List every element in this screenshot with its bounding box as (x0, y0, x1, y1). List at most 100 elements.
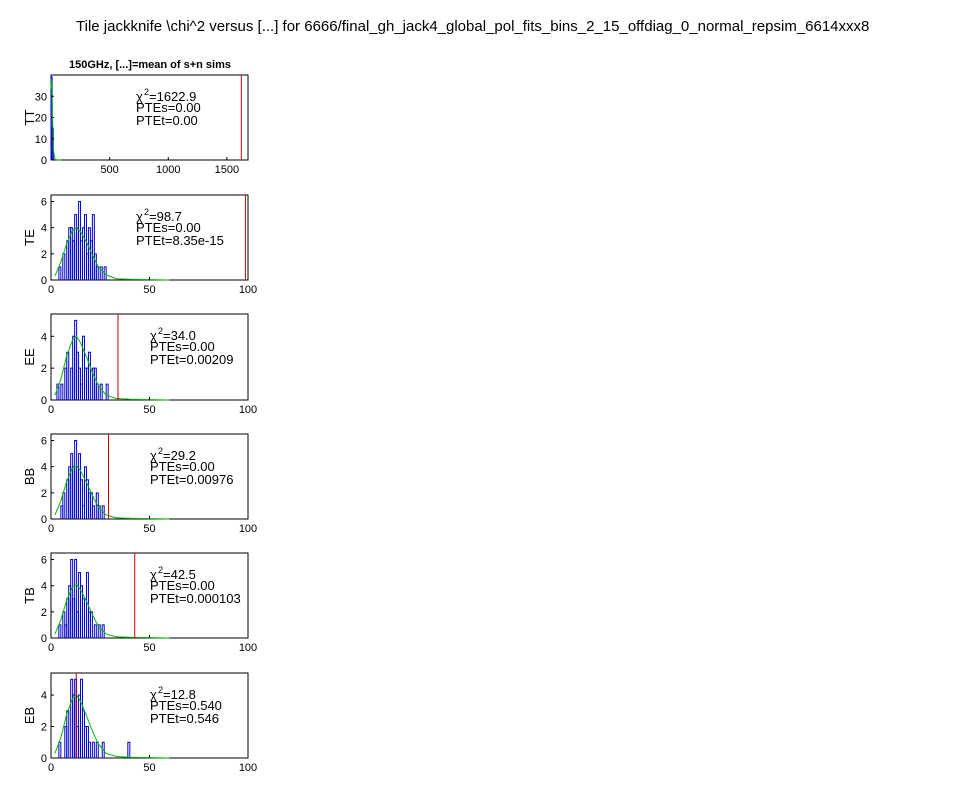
chi2-superscript: 2 (158, 326, 163, 336)
chi2-symbol: χ (136, 89, 143, 104)
y-tick-label: 6 (41, 197, 47, 209)
y-tick-label: 0 (41, 753, 47, 765)
ptes-value: PTEs=0.00 (136, 100, 201, 115)
histogram-bar (58, 624, 62, 638)
chi2-superscript: 2 (158, 565, 163, 575)
ptes-value: PTEs=0.00 (150, 578, 215, 593)
y-tick-label: 2 (41, 607, 47, 619)
y-tick-label: 0 (41, 275, 47, 287)
histogram-bar (89, 611, 93, 638)
histogram-bar (91, 505, 95, 519)
fit-curve (54, 335, 170, 401)
ptet-value: PTEt=0.00 (136, 113, 198, 128)
chi2-superscript: 2 (144, 207, 149, 217)
histogram-bar (82, 598, 85, 638)
histogram-bar (66, 710, 70, 758)
histogram-bar (105, 383, 109, 400)
x-tick-label: 100 (239, 523, 257, 535)
ptet-value: PTEt=0.000103 (150, 591, 241, 606)
histogram-bar (87, 351, 91, 400)
chi2-superscript: 2 (158, 685, 163, 695)
histogram-bar (99, 383, 103, 400)
histogram-bar (66, 351, 70, 400)
fit-curve (54, 694, 170, 759)
histogram-bar (83, 214, 87, 280)
histogram-bar (87, 741, 91, 758)
histogram-bar (91, 214, 95, 280)
chi2-value: =29.2 (163, 448, 196, 463)
y-tick-label: 6 (41, 436, 47, 448)
x-tick-label: 100 (239, 642, 257, 654)
y-tick-label: 0 (41, 395, 47, 407)
y-tick-label: 0 (41, 633, 47, 645)
y-axis-label: BB (22, 468, 37, 485)
x-tick-label: 500 (100, 164, 118, 176)
histogram-bar (99, 266, 103, 280)
y-tick-label: 0 (41, 155, 47, 167)
chi2-symbol: χ (136, 209, 143, 224)
histogram-bar (80, 479, 84, 519)
ptes-value: PTEs=0.00 (150, 459, 215, 474)
y-tick-label: 2 (41, 249, 47, 261)
histogram-bar (95, 741, 99, 758)
y-tick-label: 10 (35, 134, 47, 146)
chi2-value: =42.5 (163, 567, 196, 582)
chi2-symbol: χ (150, 328, 157, 343)
histogram-bar (74, 559, 78, 638)
chi2-value: =34.0 (163, 328, 196, 343)
ptet-value: PTEt=0.00209 (150, 352, 233, 367)
x-tick-label: 100 (239, 762, 257, 774)
histogram-bar (95, 383, 99, 400)
y-tick-label: 4 (41, 581, 47, 593)
x-tick-label: 0 (48, 523, 54, 535)
x-tick-label: 50 (143, 642, 155, 654)
ptes-value: PTEs=0.00 (136, 220, 201, 235)
y-tick-label: 6 (41, 555, 47, 567)
y-tick-label: 4 (41, 331, 47, 343)
chi2-value: =98.7 (149, 209, 182, 224)
y-axis-label: TB (22, 587, 37, 604)
fit-curve (50, 79, 61, 161)
fit-curve (54, 583, 170, 639)
histogram-bar (56, 383, 60, 400)
y-tick-label: 2 (41, 363, 47, 375)
x-tick-label: 0 (48, 642, 54, 654)
histogram-bar (91, 741, 95, 758)
fit-curve (54, 464, 170, 520)
y-axis-label: EB (22, 707, 37, 724)
chi2-superscript: 2 (144, 87, 149, 97)
histogram-bar (60, 383, 64, 400)
figure-title: Tile jackknife \chi^2 versus [...] for 6… (76, 18, 870, 35)
ptet-value: PTEt=0.546 (150, 711, 219, 726)
x-tick-label: 50 (143, 762, 155, 774)
panel-title: 150GHz, [...]=mean of s+n sims (69, 59, 231, 71)
x-tick-label: 1500 (215, 164, 239, 176)
y-axis-label: TT (22, 110, 37, 126)
ptet-value: PTEt=0.00976 (150, 472, 233, 487)
chi2-symbol: χ (150, 687, 157, 702)
chi2-value: =12.8 (163, 687, 196, 702)
histogram-bar (58, 266, 62, 280)
chi2-symbol: χ (150, 448, 157, 463)
y-axis-label: TE (22, 229, 37, 246)
x-tick-label: 50 (143, 404, 155, 416)
chi2-superscript: 2 (158, 446, 163, 456)
y-tick-label: 0 (41, 514, 47, 526)
x-tick-label: 100 (239, 404, 257, 416)
histogram-bar (62, 492, 66, 519)
x-tick-label: 100 (239, 284, 257, 296)
y-tick-label: 2 (41, 488, 47, 500)
histogram-bar (97, 505, 101, 519)
x-tick-label: 1000 (156, 164, 180, 176)
ptes-value: PTEs=0.00 (150, 339, 215, 354)
ptes-value: PTEs=0.540 (150, 698, 222, 713)
y-tick-label: 4 (41, 690, 47, 702)
x-tick-label: 0 (48, 762, 54, 774)
histogram-bar (127, 741, 131, 758)
histogram-bar (97, 624, 101, 638)
